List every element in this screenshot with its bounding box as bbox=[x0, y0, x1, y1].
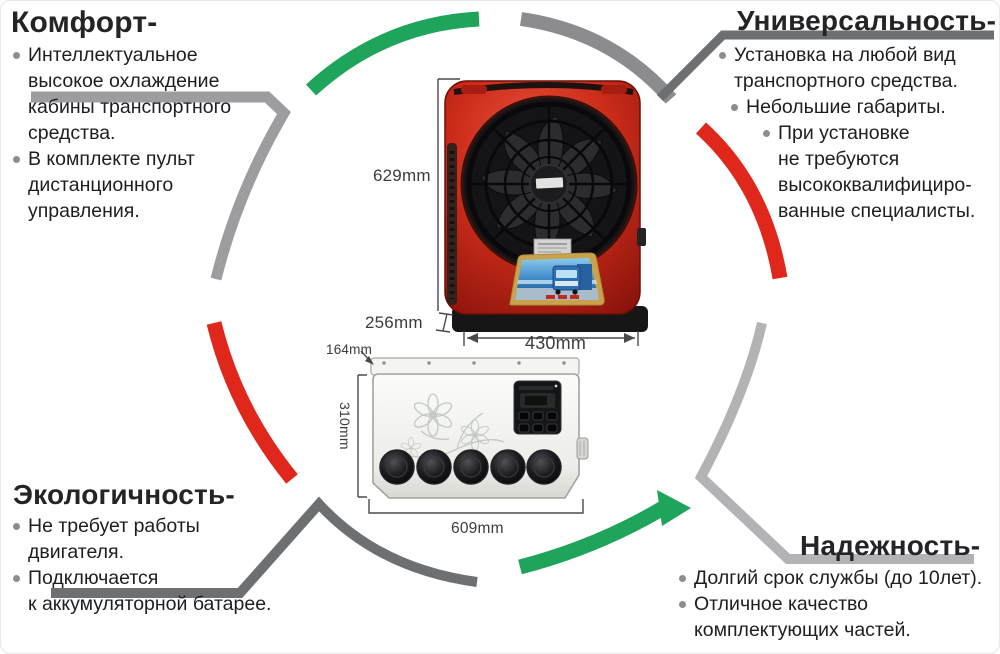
list-item: Отличное качество комплектующих частей. bbox=[679, 591, 995, 643]
dimension-lines bbox=[357, 78, 639, 514]
list-item: Установка на любой вид транспортного сре… bbox=[719, 42, 999, 94]
ring-arc-green-bottom bbox=[518, 501, 667, 575]
dim-label-condenser-depth: 256mm bbox=[365, 313, 423, 332]
ring-arc-green-top-left bbox=[305, 11, 480, 96]
bullet-label: При установке не требуются высококвалифи… bbox=[778, 122, 976, 222]
list-item: Небольшие габариты. bbox=[731, 94, 999, 120]
green-arrowhead bbox=[657, 490, 691, 526]
connector-comfort bbox=[31, 91, 291, 281]
dimension-arrowheads bbox=[365, 333, 635, 365]
flange-screws bbox=[382, 361, 566, 365]
list-item: Подключается к аккумуляторной батарее. bbox=[13, 565, 313, 617]
section-title-reliability: Надежность- bbox=[800, 530, 981, 561]
dim-line-629 bbox=[437, 78, 460, 311]
bullet-dot bbox=[13, 575, 20, 582]
dim-label-evaporator-depth: 164mm bbox=[326, 342, 373, 357]
display-window bbox=[525, 396, 547, 405]
section-comfort-bullets: Интеллектуальное высокое охлаждение каби… bbox=[13, 42, 275, 224]
bullet-label: В комплекте пульт дистанционного управле… bbox=[28, 148, 195, 222]
condenser-fan bbox=[460, 95, 638, 273]
panel-label-row bbox=[519, 386, 553, 390]
bullet-dot bbox=[731, 104, 738, 111]
section-title-universality: Универсальность- bbox=[737, 5, 997, 36]
bullet-dot bbox=[13, 523, 20, 530]
bullet-label: Подключается к аккумуляторной батарее. bbox=[28, 567, 272, 615]
info-sticker bbox=[533, 238, 572, 259]
panel-led bbox=[554, 384, 558, 388]
latch-right bbox=[601, 85, 627, 94]
section-title-ecology: Экологичность- bbox=[13, 479, 235, 510]
ring-arc-gray-top-right bbox=[520, 12, 677, 104]
bullet-dot bbox=[13, 156, 20, 163]
bullet-label: Небольшие габариты. bbox=[746, 96, 946, 118]
decal-caption bbox=[546, 295, 579, 299]
connector-universality bbox=[656, 30, 994, 102]
bullet-dot bbox=[13, 52, 20, 59]
section-universality-bullets: Установка на любой вид транспортного сре… bbox=[719, 42, 999, 224]
list-item: В комплекте пульт дистанционного управле… bbox=[13, 146, 275, 224]
control-panel bbox=[513, 380, 562, 435]
bullet-label: Интеллектуальное высокое охлаждение каби… bbox=[28, 44, 232, 144]
bullet-dot bbox=[679, 575, 686, 582]
connector-ecology bbox=[51, 496, 478, 598]
connector-reliability bbox=[694, 321, 974, 564]
decal-trailer bbox=[577, 264, 592, 290]
bullet-label: Не требует работы двигателя. bbox=[28, 515, 200, 563]
section-title-comfort: Комфорт- bbox=[11, 6, 158, 39]
bullet-label: Установка на любой вид транспортного сре… bbox=[734, 44, 958, 92]
bullet-dot bbox=[679, 601, 686, 608]
decal-grille bbox=[555, 281, 578, 286]
decal-windshield bbox=[556, 270, 577, 278]
ring-arc-red-right bbox=[695, 122, 788, 280]
list-item: Долгий срок службы (до 10лет). bbox=[679, 565, 995, 591]
truck-decal bbox=[509, 252, 605, 306]
bullet-dot bbox=[763, 130, 770, 137]
list-item: Интеллектуальное высокое охлаждение каби… bbox=[13, 42, 275, 146]
dim-bracket-609 bbox=[368, 499, 584, 514]
section-reliability-bullets: Долгий срок службы (до 10лет). Отличное … bbox=[679, 565, 995, 643]
evaporator-unit bbox=[370, 357, 589, 499]
fan-hub-sticker bbox=[535, 177, 564, 189]
bullet-label: Отличное качество комплектующих частей. bbox=[694, 593, 911, 641]
dim-label-evaporator-height: 310mm bbox=[337, 402, 353, 450]
dim-bracket-256 bbox=[435, 312, 454, 333]
dim-label-condenser-width: 430mm bbox=[525, 333, 587, 353]
side-knob bbox=[576, 437, 589, 460]
bullet-dot bbox=[719, 52, 726, 59]
dim-line-430 bbox=[463, 331, 639, 346]
dim-line-310 bbox=[357, 374, 367, 498]
dim-label-evaporator-width: 609mm bbox=[451, 520, 504, 537]
bullet-label: Долгий срок службы (до 10лет). bbox=[694, 567, 983, 589]
ring-arc-red-left bbox=[206, 321, 298, 484]
list-item: При установке не требуются высококвалифи… bbox=[763, 120, 999, 224]
condenser-unit bbox=[444, 80, 648, 332]
side-handle bbox=[637, 228, 646, 246]
latch-left bbox=[461, 85, 487, 94]
dim-label-condenser-height: 629mm bbox=[373, 166, 431, 185]
air-vents bbox=[379, 449, 562, 485]
evaporator-flange bbox=[370, 357, 580, 376]
section-ecology-bullets: Не требует работы двигателя. Подключаетс… bbox=[13, 513, 313, 617]
list-item: Не требует работы двигателя. bbox=[13, 513, 313, 565]
flower-decal bbox=[396, 393, 505, 459]
panel-buttons bbox=[518, 411, 558, 433]
